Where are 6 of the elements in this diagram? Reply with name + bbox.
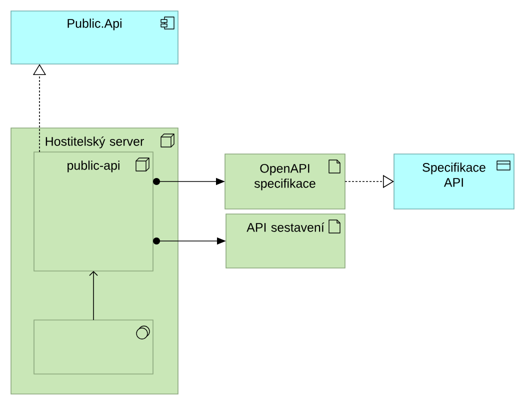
component-box: Public.Api xyxy=(10,10,178,64)
node-box: public-api xyxy=(34,152,154,272)
artifact-box: OpenAPI specifikace xyxy=(224,154,346,210)
data-object-box: Specifikace API xyxy=(394,154,514,210)
artifact-box: API sestavení xyxy=(226,214,346,268)
arrow xyxy=(89,271,98,320)
